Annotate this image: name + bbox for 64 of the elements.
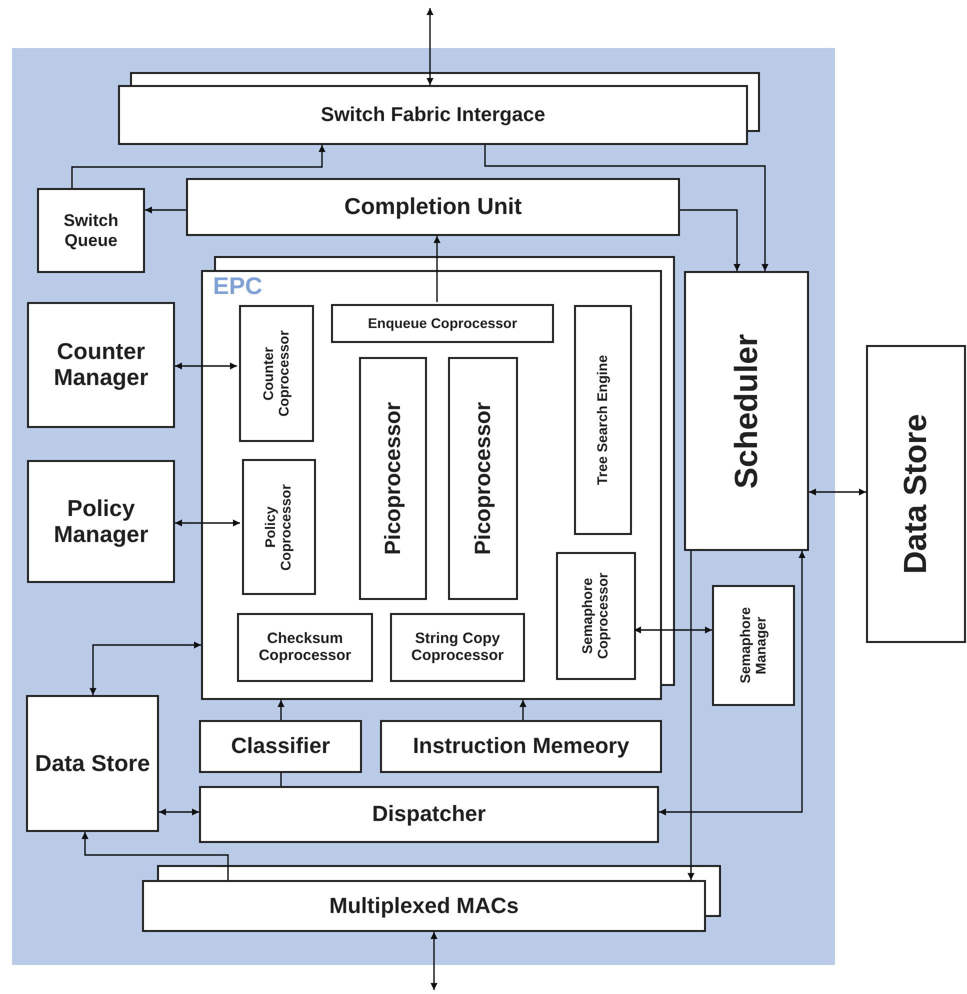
connector-arrow: [484, 145, 768, 271]
block-box: [186, 178, 680, 236]
block-box: [359, 357, 427, 600]
connector-arrow: [520, 700, 526, 720]
block-label: String Copy Coprocessor: [410, 630, 505, 664]
connector-arrow: [430, 932, 438, 990]
connector-arrow: [175, 362, 237, 370]
block-box: [26, 695, 159, 832]
connector-arrow: [809, 488, 866, 496]
block-box: [574, 305, 632, 535]
connector-arrow: [278, 700, 284, 720]
block-box: [712, 585, 795, 706]
block-box: [242, 459, 316, 595]
connector-arrow: [688, 551, 694, 880]
block-label: Checksum Coprocessor: [258, 630, 352, 664]
block-box: [331, 304, 554, 343]
block-box: [448, 357, 518, 600]
block-label: Counter Manager: [52, 339, 150, 391]
block-label: Semaphore Manager: [738, 606, 770, 686]
block-box: [37, 188, 145, 273]
block-box: [866, 345, 966, 643]
connector-arrow: [426, 8, 434, 85]
block-box: [142, 880, 706, 932]
block-label: Semaphore Coprocessor: [580, 572, 612, 662]
block-box: [237, 613, 373, 682]
block-label: Completion Unit: [344, 194, 522, 220]
block-box: [27, 460, 175, 583]
block-box: [199, 720, 362, 773]
block-box: [380, 720, 662, 773]
connector-arrow: [145, 206, 186, 214]
connector-arrow: [634, 626, 712, 634]
connector-arrow: [434, 236, 440, 302]
connector-arrow: [680, 209, 740, 271]
connector-arrow: [659, 551, 806, 816]
block-label: Policy Manager: [52, 496, 150, 548]
connector-arrow: [82, 832, 229, 880]
block-label: Dispatcher: [372, 802, 486, 827]
block-box: [27, 302, 175, 428]
connector-arrow: [90, 642, 201, 695]
block-label: Scheduler: [728, 334, 764, 488]
block-box: [201, 270, 662, 700]
connector-arrow: [175, 520, 240, 526]
block-label: Data Store: [34, 750, 150, 776]
block-label: Switch Fabric Intergace: [320, 104, 546, 126]
block-label: Counter Coprocessor: [260, 329, 292, 419]
block-box: [239, 305, 314, 442]
connector-arrow: [159, 808, 199, 816]
connector-arrow: [71, 145, 326, 188]
block-label: Tree Search Engine: [595, 355, 611, 485]
block-box: [390, 613, 525, 682]
block-box: [199, 786, 659, 843]
block-label: Data Store: [898, 414, 934, 574]
block-label: Classifier: [230, 734, 330, 759]
block-label: Policy Coprocessor: [263, 482, 295, 572]
block-label: Picoprocessor: [470, 402, 496, 555]
block-box: [556, 552, 636, 680]
block-title: EPC: [213, 275, 262, 299]
block-label: Multiplexed MACs: [329, 894, 519, 918]
block-label: Picoprocessor: [380, 402, 406, 555]
block-label: Instruction Memeory: [412, 734, 630, 759]
block-label: Enqueue Coprocessor: [368, 316, 518, 332]
block-box: [684, 271, 809, 551]
block-label: Switch Queue: [62, 211, 120, 250]
block-box: [118, 85, 748, 145]
